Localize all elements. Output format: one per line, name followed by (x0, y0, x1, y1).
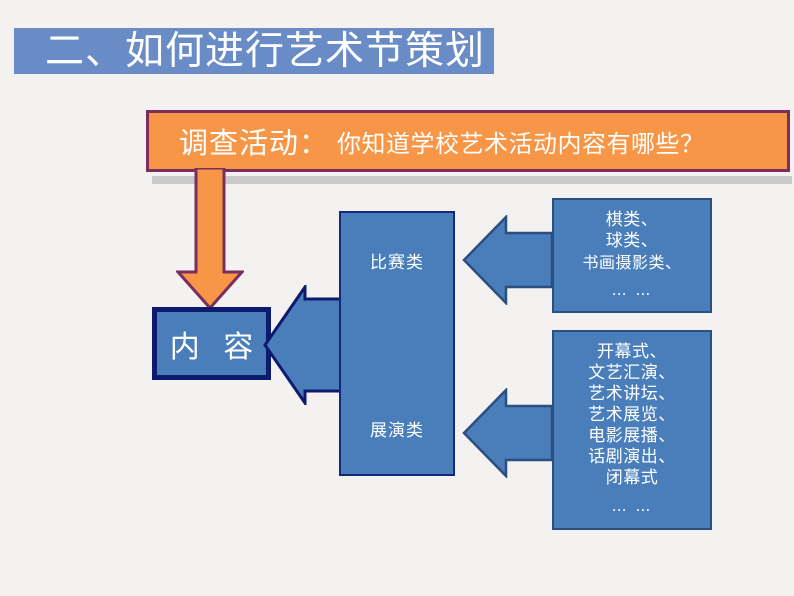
detail-line: 艺术展览、 (588, 405, 676, 425)
content-node: 内 容 (152, 307, 271, 380)
detail-line: 闭幕式 (605, 468, 659, 488)
detail-line: 文艺汇演、 (588, 363, 676, 383)
detail-ellipsis: … … (611, 497, 653, 515)
detail-line: 话剧演出、 (588, 447, 676, 467)
detail-line: 球类、 (605, 231, 659, 251)
left-arrow-competition-icon (462, 215, 554, 305)
category-box: 比赛类 展演类 (339, 211, 455, 476)
banner-shadow (152, 176, 792, 184)
category-label-performance: 展演类 (370, 421, 424, 441)
competition-details-box: 棋类、 球类、 书画摄影类、 … … (552, 198, 712, 313)
performance-details-box: 开幕式、 文艺汇演、 艺术讲坛、 艺术展览、 电影展播、 话剧演出、 闭幕式 …… (552, 330, 712, 530)
left-arrow-performance-icon (462, 388, 554, 478)
survey-banner: 调查活动： 你知道学校艺术活动内容有哪些？ (146, 110, 790, 172)
detail-line: 艺术讲坛、 (588, 384, 676, 404)
category-label-competition: 比赛类 (370, 253, 424, 273)
detail-line: 棋类、 (605, 210, 659, 230)
detail-line: 开幕式、 (597, 342, 667, 362)
banner-label: 调查活动： (179, 126, 330, 160)
content-node-label: 内 容 (169, 329, 261, 365)
down-arrow-icon (176, 168, 244, 310)
banner-text-row: 调查活动： 你知道学校艺术活动内容有哪些？ (149, 113, 787, 169)
page-title: 二、如何进行艺术节策划 (45, 29, 486, 74)
banner-question: 你知道学校艺术活动内容有哪些？ (337, 129, 705, 158)
detail-line: 书画摄影类、 (582, 253, 682, 272)
detail-line: 电影展播、 (588, 426, 676, 446)
detail-ellipsis: … … (611, 281, 653, 299)
title-bar (14, 28, 494, 74)
